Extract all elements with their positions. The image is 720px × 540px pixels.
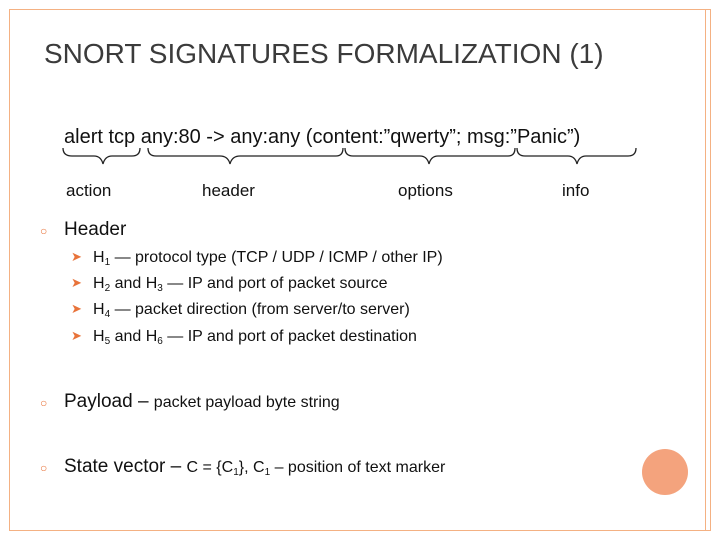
decorative-circle — [642, 449, 688, 495]
border-right-outer — [710, 9, 711, 531]
bullet-payload-detail: packet payload byte string — [153, 394, 340, 411]
bullet-header: ○ Header — [40, 219, 127, 241]
bullet-header-label: Header — [64, 219, 127, 240]
brace-options — [344, 147, 516, 165]
brace-header — [147, 147, 344, 165]
border-right-inner — [705, 9, 706, 531]
border-bottom — [9, 530, 711, 531]
bullet-ring-icon: ○ — [40, 396, 48, 410]
bullet-state-label: State vector – — [64, 456, 187, 477]
sub-bullet-h4: ➤ H4 — packet direction (from server/to … — [71, 301, 410, 320]
bullet-payload-label: Payload – — [64, 391, 154, 412]
brace-info — [516, 147, 637, 165]
slide-title: SNORT SIGNATURES FORMALIZATION (1) — [44, 38, 604, 69]
sub-bullet-h5-h6: ➤ H5 and H6 — IP and port of packet dest… — [71, 328, 417, 347]
signature-text: alert tcp any:80 -> any:any (content:”qw… — [64, 126, 581, 148]
bullet-state-vector: ○ State vector – C = {C1}, C1 – position… — [40, 456, 446, 478]
label-action: action — [66, 181, 112, 200]
sub-bullet-h2-h3: ➤ H2 and H3 — IP and port of packet sour… — [71, 275, 388, 294]
brace-action — [62, 147, 141, 165]
sub-bullet-arrow-icon: ➤ — [71, 249, 82, 264]
label-info: info — [562, 181, 590, 200]
bullet-ring-icon: ○ — [40, 224, 48, 238]
signature-braces — [62, 147, 637, 165]
border-top — [9, 9, 711, 10]
border-left — [9, 9, 10, 531]
label-header: header — [202, 181, 255, 200]
sub-bullet-arrow-icon: ➤ — [71, 275, 82, 290]
bullet-payload: ○ Payload – packet payload byte string — [40, 391, 340, 413]
bullet-ring-icon: ○ — [40, 461, 48, 475]
sub-bullet-h1: ➤ H1 — protocol type (TCP / UDP / ICMP /… — [71, 249, 443, 268]
sub-bullet-arrow-icon: ➤ — [71, 301, 82, 316]
label-options: options — [398, 181, 453, 200]
sub-bullet-arrow-icon: ➤ — [71, 328, 82, 343]
